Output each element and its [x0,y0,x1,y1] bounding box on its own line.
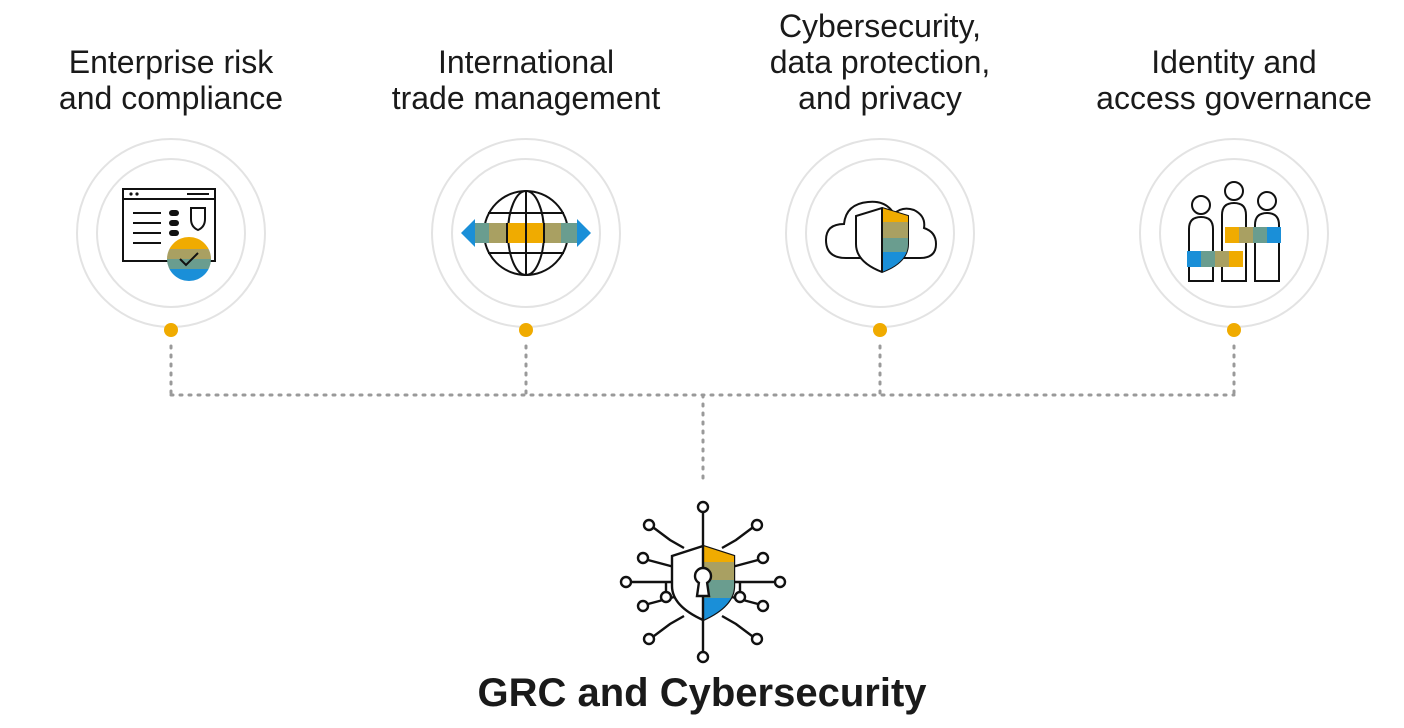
network-shield-lock-icon [619,500,787,664]
label-line: Enterprise risk [68,44,274,80]
label-line: Identity and [1151,44,1317,80]
icon-ring [431,138,621,328]
globe-arrows-icon [461,190,591,276]
connector-node [873,323,887,337]
label-line: and privacy [798,80,962,116]
icon-ring-inner [451,158,601,308]
label-line: International [437,44,615,80]
pillar-label: Identity and access governance [1064,44,1404,116]
icon-ring-inner [805,158,955,308]
label-line: Cybersecurity, [778,8,982,44]
connector-node [164,323,178,337]
icon-ring-inner [96,158,246,308]
connector-node [1227,323,1241,337]
label-line: data protection, [769,44,991,80]
people-icon [1187,181,1281,282]
label-line: access governance [1096,80,1372,116]
checklist-shield-icon [122,188,216,281]
pillar-label: Cybersecurity, data protection, and priv… [710,8,1050,116]
icon-ring [1139,138,1329,328]
pillar-label: Enterprise risk and compliance [1,44,341,116]
connector-node [519,323,533,337]
pillar-label: International trade management [356,44,696,116]
cloud-shield-icon [824,200,938,274]
icon-ring [785,138,975,328]
hub-title: GRC and Cybersecurity [477,671,927,715]
icon-ring [76,138,266,328]
icon-ring-inner [1159,158,1309,308]
label-line: trade management [391,80,661,116]
label-line: and compliance [58,80,284,116]
